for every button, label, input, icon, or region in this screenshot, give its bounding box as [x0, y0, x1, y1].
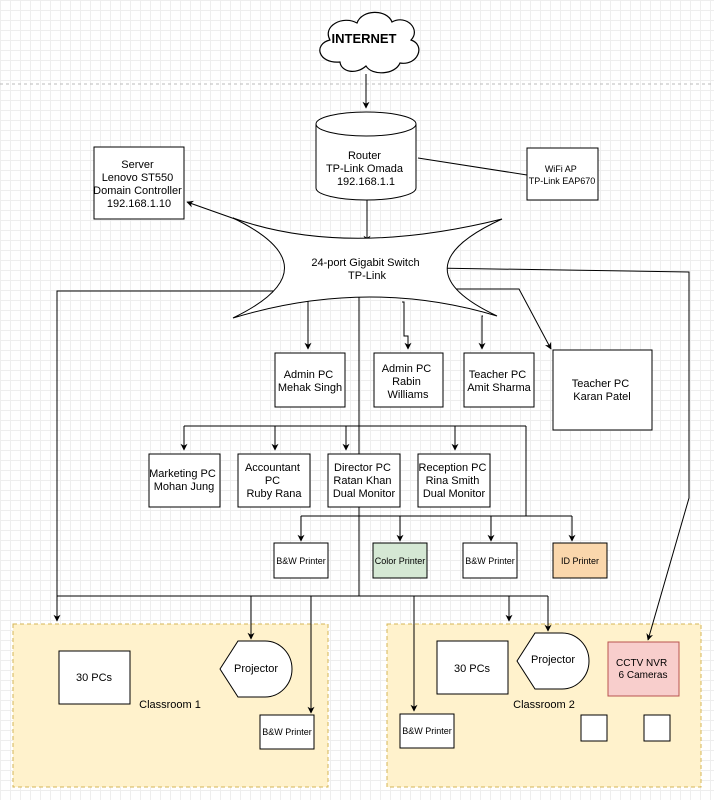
director-pc-note: Dual Monitor: [333, 488, 396, 500]
switch-node[interactable]: 24-port Gigabit Switch TP-Link: [232, 217, 503, 319]
svg-text:Teacher PC Amit Sharma: Teacher PC Amit Sharma: [467, 369, 531, 394]
classroom-1-printer[interactable]: B&W Printer: [259, 714, 315, 750]
svg-text:Marketing PC Mohan Jung: Marketing PC Mohan Jung: [149, 468, 219, 493]
teacher-pc-1-title: Teacher PC: [469, 369, 527, 381]
printer-id-label: ID Printer: [561, 556, 599, 566]
marketing-pc-title: Marketing PC: [149, 468, 216, 480]
reception-pc[interactable]: Reception PC Rina Smith Dual Monitor: [417, 453, 491, 508]
classroom-1-projector[interactable]: Projector: [219, 640, 293, 698]
internet-cloud[interactable]: INTERNET: [319, 11, 420, 74]
classroom-1-pcs[interactable]: 30 PCs: [58, 650, 131, 705]
printer-bw-1-label: B&W Printer: [276, 556, 326, 566]
svg-text:Admin PC Mehak Singh: Admin PC Mehak Singh: [278, 369, 342, 394]
svg-text:Admin PC Rabin Wil: Admin PC Rabin Williams: [382, 363, 435, 401]
reception-pc-note: Dual Monitor: [423, 488, 486, 500]
teacher-pc-karan[interactable]: Teacher PC Karan Patel: [552, 349, 653, 431]
director-pc-user: Ratan Khan: [333, 475, 391, 487]
classroom-2-label: Classroom 2: [513, 699, 575, 711]
cctv-title: CCTV NVR: [616, 658, 667, 669]
svg-text:Router TP-Link Omada: Router TP-Link Omada 192.168.1.1: [326, 150, 406, 188]
classroom-2-pcs[interactable]: 30 PCs: [436, 640, 509, 695]
svg-text:CCTV NVR 6 Cameras: CCTV NVR 6 Cameras: [616, 658, 670, 681]
cctv-cameras: 6 Cameras: [619, 670, 668, 681]
classroom-1-pcs-label: 30 PCs: [76, 672, 113, 684]
admin-pc-rabin[interactable]: Admin PC Rabin Williams: [373, 352, 444, 408]
classroom-2-printer-label: B&W Printer: [402, 726, 452, 736]
teacher-pc-2-user: Karan Patel: [573, 391, 630, 403]
server-ip: 192.168.1.10: [107, 198, 171, 210]
svg-text:Director PC Ratan Khan: Director PC Ratan Khan Dual Monitor: [333, 462, 396, 500]
classroom-2-printer[interactable]: B&W Printer: [399, 713, 455, 749]
svg-text:Reception PC Rina Smith: Reception PC Rina Smith Dual Monitor: [419, 462, 490, 500]
svg-text:24-port Gigabit Switch T: 24-port Gigabit Switch TP-Link: [311, 257, 422, 282]
router-ip: 192.168.1.1: [337, 176, 395, 188]
admin-pc-2-title: Admin PC: [382, 363, 432, 375]
classroom-1-printer-label: B&W Printer: [262, 727, 312, 737]
classroom-2-projector[interactable]: Projector: [516, 632, 590, 690]
printer-id[interactable]: ID Printer: [552, 542, 608, 579]
router-node[interactable]: Router TP-Link Omada 192.168.1.1: [315, 111, 417, 201]
cctv-nvr[interactable]: CCTV NVR 6 Cameras: [607, 641, 680, 697]
classroom-1-label: Classroom 1: [139, 699, 201, 711]
director-pc[interactable]: Director PC Ratan Khan Dual Monitor: [327, 453, 401, 508]
router-model: TP-Link Omada: [326, 163, 404, 175]
director-pc-title: Director PC: [334, 462, 391, 474]
switch-vendor: TP-Link: [348, 270, 386, 282]
admin-pc-1-user: Mehak Singh: [278, 382, 342, 394]
printer-bw-1[interactable]: B&W Printer: [273, 542, 329, 579]
marketing-pc[interactable]: Marketing PC Mohan Jung: [148, 453, 221, 508]
admin-pc-2-user-last: Williams: [388, 389, 429, 401]
reception-pc-title: Reception PC: [419, 462, 487, 474]
server-title: Server: [121, 159, 154, 171]
reception-pc-user: Rina Smith: [426, 475, 480, 487]
printer-color[interactable]: Color Printer: [372, 542, 428, 579]
svg-text:Teacher PC Karan Patel: Teacher PC Karan Patel: [572, 378, 633, 403]
accountant-pc-user: Ruby Rana: [246, 488, 302, 500]
teacher-pc-1-user: Amit Sharma: [467, 382, 531, 394]
switch-title: 24-port Gigabit Switch: [311, 257, 419, 269]
accountant-pc-title: Accountant: [245, 462, 300, 474]
teacher-pc-amit[interactable]: Teacher PC Amit Sharma: [463, 352, 535, 408]
admin-pc-1-title: Admin PC: [284, 369, 334, 381]
server-model: Lenovo ST550: [102, 172, 174, 184]
marketing-pc-user: Mohan Jung: [154, 481, 215, 493]
printer-bw-2-label: B&W Printer: [465, 556, 515, 566]
camera-box-2[interactable]: [643, 714, 671, 742]
internet-label: INTERNET: [332, 31, 397, 46]
printer-bw-2[interactable]: B&W Printer: [462, 542, 518, 579]
admin-pc-2-user-first: Rabin: [392, 376, 421, 388]
teacher-pc-2-title: Teacher PC: [572, 378, 630, 390]
wifi-ap-model: TP-Link EAP670: [529, 176, 596, 186]
wifi-ap-node[interactable]: WiFi AP TP-Link EAP670: [526, 147, 599, 201]
classroom-1-projector-label: Projector: [234, 663, 278, 675]
router-title: Router: [348, 150, 381, 162]
wifi-ap-title: WiFi AP: [545, 164, 577, 174]
svg-text:Server Lenovo ST550: Server Lenovo ST550 Domain Controller 19…: [93, 159, 185, 210]
printer-color-label: Color Printer: [375, 556, 426, 566]
server-role: Domain Controller: [93, 185, 182, 197]
svg-text:WiFi AP TP-Link EAP670: WiFi AP TP-Link EAP670: [529, 164, 596, 186]
server-node[interactable]: Server Lenovo ST550 Domain Controller 19…: [93, 146, 185, 220]
camera-box-1[interactable]: [580, 714, 608, 742]
svg-text:Accountant PC Ruby: Accountant PC Ruby Rana: [245, 462, 303, 500]
classroom-2-projector-label: Projector: [531, 654, 575, 666]
accountant-pc-subtitle: PC: [265, 475, 280, 487]
admin-pc-mehak[interactable]: Admin PC Mehak Singh: [274, 352, 346, 408]
accountant-pc[interactable]: Accountant PC Ruby Rana: [237, 453, 311, 508]
classroom-2-pcs-label: 30 PCs: [454, 663, 491, 675]
